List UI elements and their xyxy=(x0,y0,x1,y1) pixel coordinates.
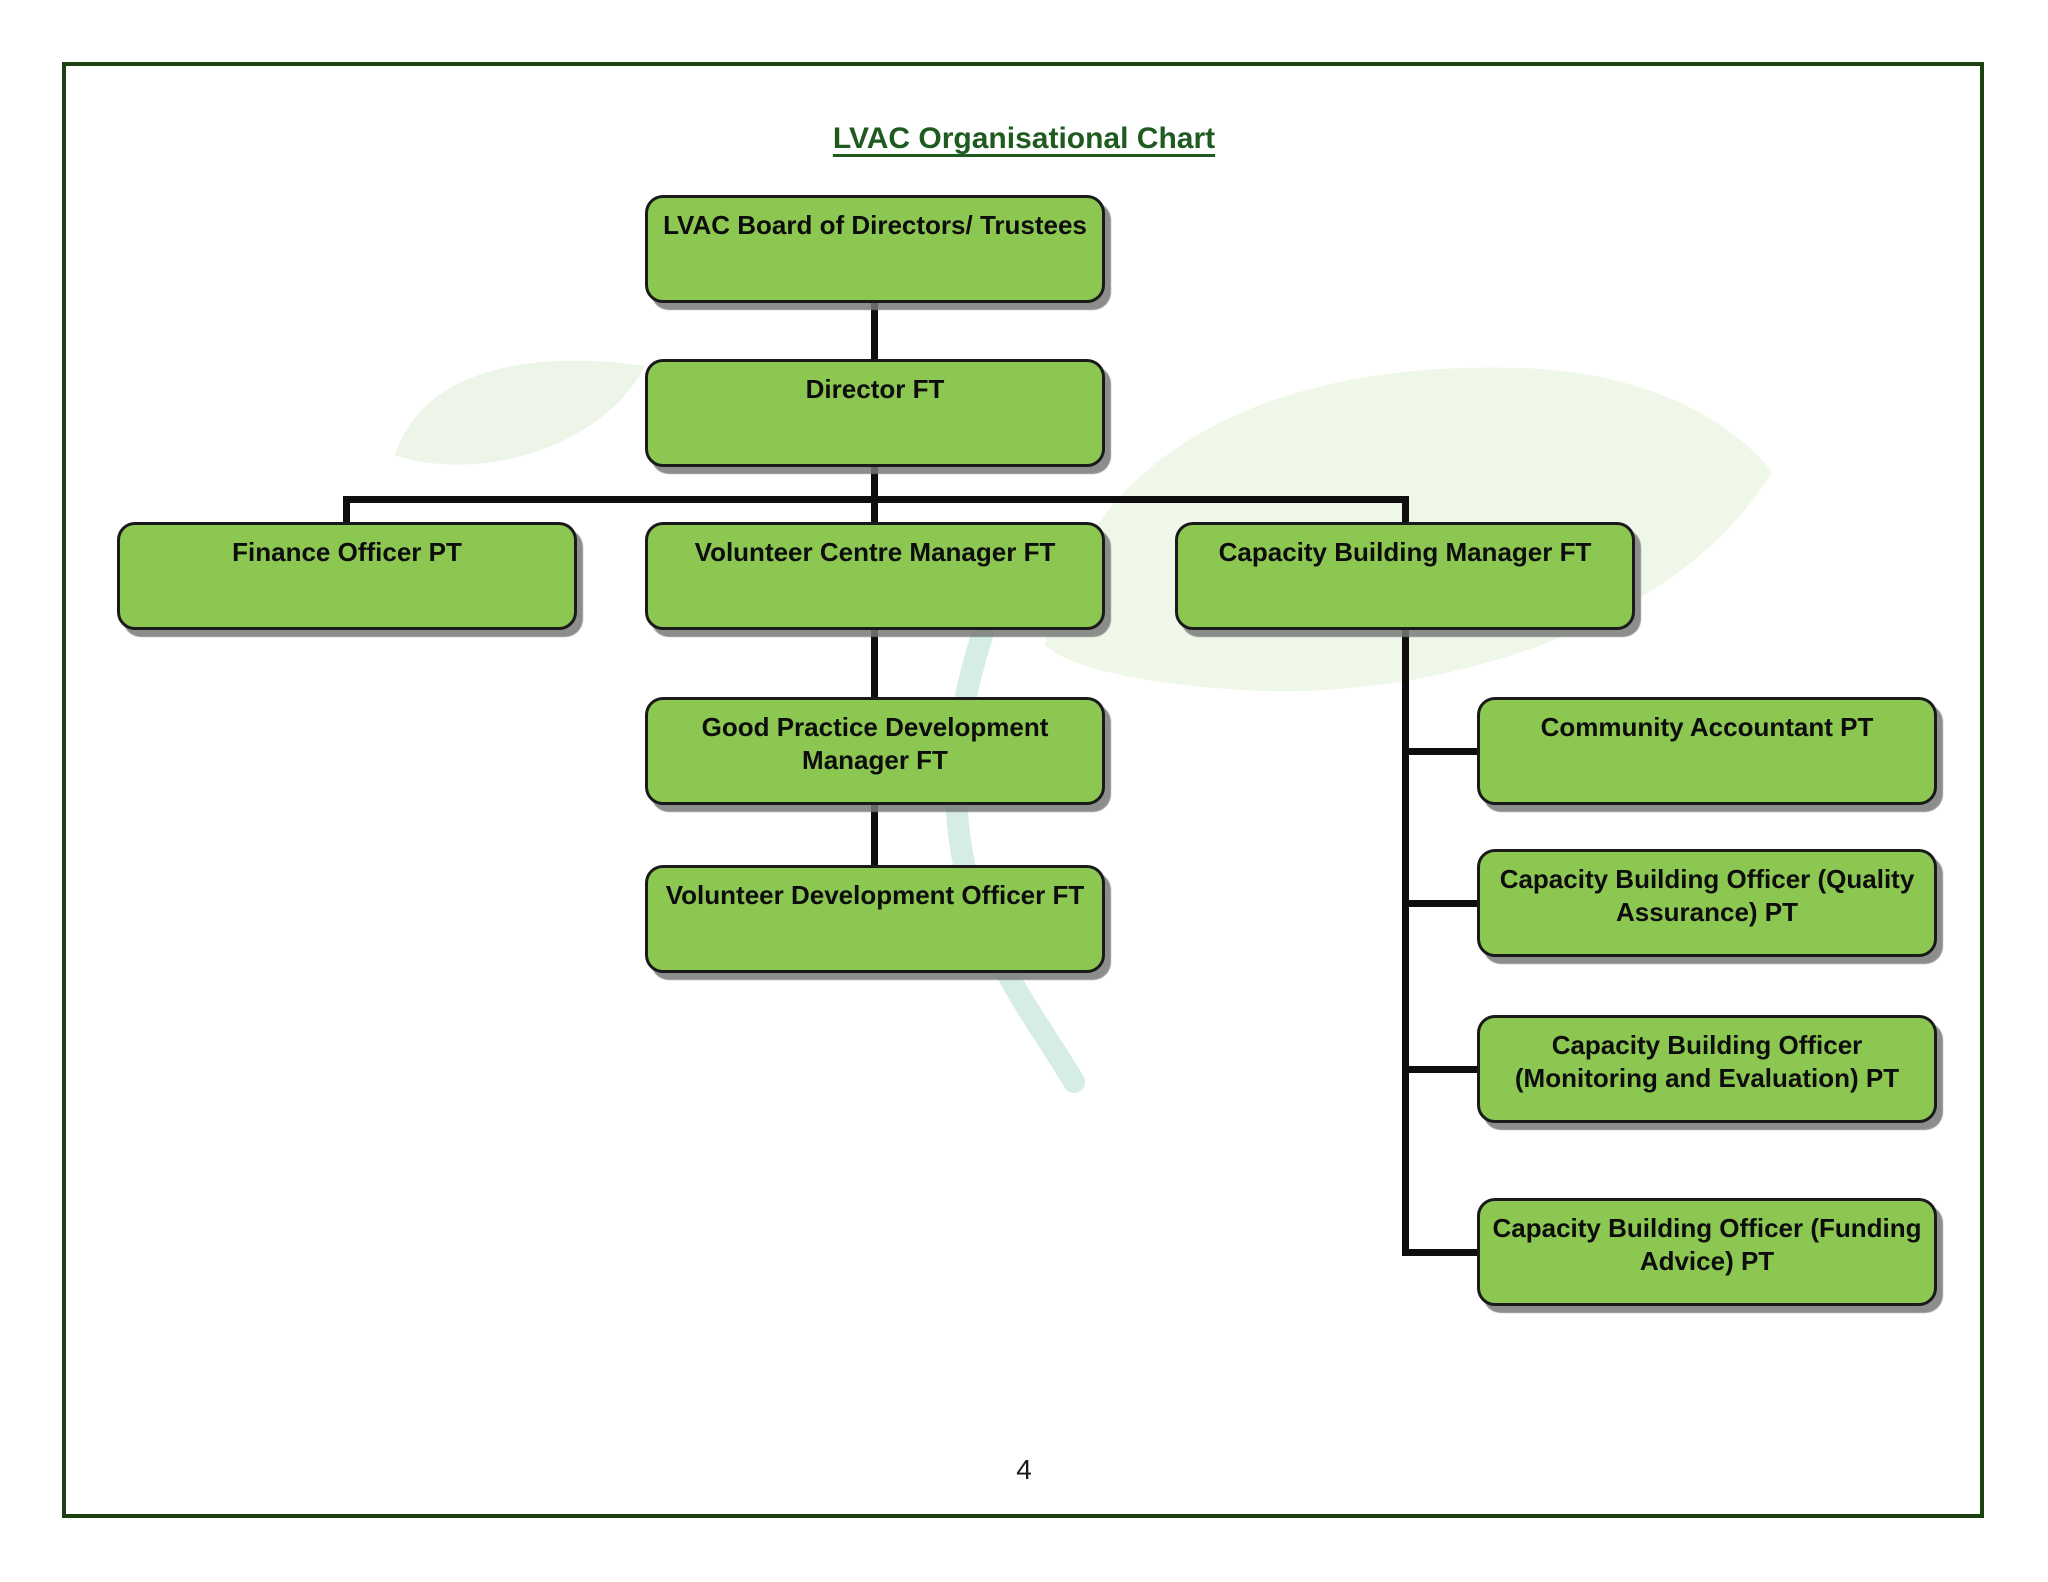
page-title: LVAC Organisational Chart xyxy=(832,122,1216,155)
org-node-good-practice-development-manager: Good Practice Development Manager FT xyxy=(645,697,1105,805)
org-node-community-accountant-label: Community Accountant PT xyxy=(1540,712,1874,742)
connector-branch-me xyxy=(1402,1066,1478,1073)
connector-drop-cbm xyxy=(1402,496,1409,523)
page-border-frame xyxy=(62,62,1984,1518)
connector-branch-fa xyxy=(1402,1249,1478,1256)
org-node-cbo-funding-advice-label: Capacity Building Officer (Funding Advic… xyxy=(1492,1213,1922,1276)
org-node-community-accountant: Community Accountant PT xyxy=(1477,697,1937,805)
org-node-cbo-quality-assurance: Capacity Building Officer (Quality Assur… xyxy=(1477,849,1937,957)
org-node-cbo-monitoring-evaluation-label: Capacity Building Officer (Monitoring an… xyxy=(1514,1030,1900,1093)
org-node-board: LVAC Board of Directors/ Trustees xyxy=(645,195,1105,303)
org-node-capacity-building-manager: Capacity Building Manager FT xyxy=(1175,522,1635,630)
connector-branch-ca xyxy=(1402,748,1478,755)
connector-branch-qa xyxy=(1402,900,1478,907)
org-node-finance-officer-label: Finance Officer PT xyxy=(232,537,462,567)
connector-cbm-trunk xyxy=(1402,630,1409,1256)
org-node-cbo-quality-assurance-label: Capacity Building Officer (Quality Assur… xyxy=(1499,864,1915,927)
org-node-good-practice-development-manager-label: Good Practice Development Manager FT xyxy=(701,712,1049,775)
org-node-director: Director FT xyxy=(645,359,1105,467)
org-node-cbo-monitoring-evaluation: Capacity Building Officer (Monitoring an… xyxy=(1477,1015,1937,1123)
org-node-capacity-building-manager-label: Capacity Building Manager FT xyxy=(1218,537,1592,567)
connector-vcm-gpdm xyxy=(871,630,878,698)
org-node-cbo-funding-advice: Capacity Building Officer (Funding Advic… xyxy=(1477,1198,1937,1306)
connector-row-horizontal xyxy=(343,496,1409,503)
org-node-volunteer-development-officer-label: Volunteer Development Officer FT xyxy=(665,880,1085,910)
connector-director-drop xyxy=(871,467,878,523)
page-number: 4 xyxy=(1016,1454,1032,1485)
connector-board-director xyxy=(871,303,878,359)
org-node-volunteer-development-officer: Volunteer Development Officer FT xyxy=(645,865,1105,973)
connector-gpdm-vdo xyxy=(871,805,878,866)
org-node-board-label: LVAC Board of Directors/ Trustees xyxy=(663,210,1087,240)
org-node-finance-officer: Finance Officer PT xyxy=(117,522,577,630)
connector-drop-finance xyxy=(343,496,350,523)
org-node-director-label: Director FT xyxy=(805,374,945,404)
org-node-volunteer-centre-manager: Volunteer Centre Manager FT xyxy=(645,522,1105,630)
org-node-volunteer-centre-manager-label: Volunteer Centre Manager FT xyxy=(694,537,1056,567)
